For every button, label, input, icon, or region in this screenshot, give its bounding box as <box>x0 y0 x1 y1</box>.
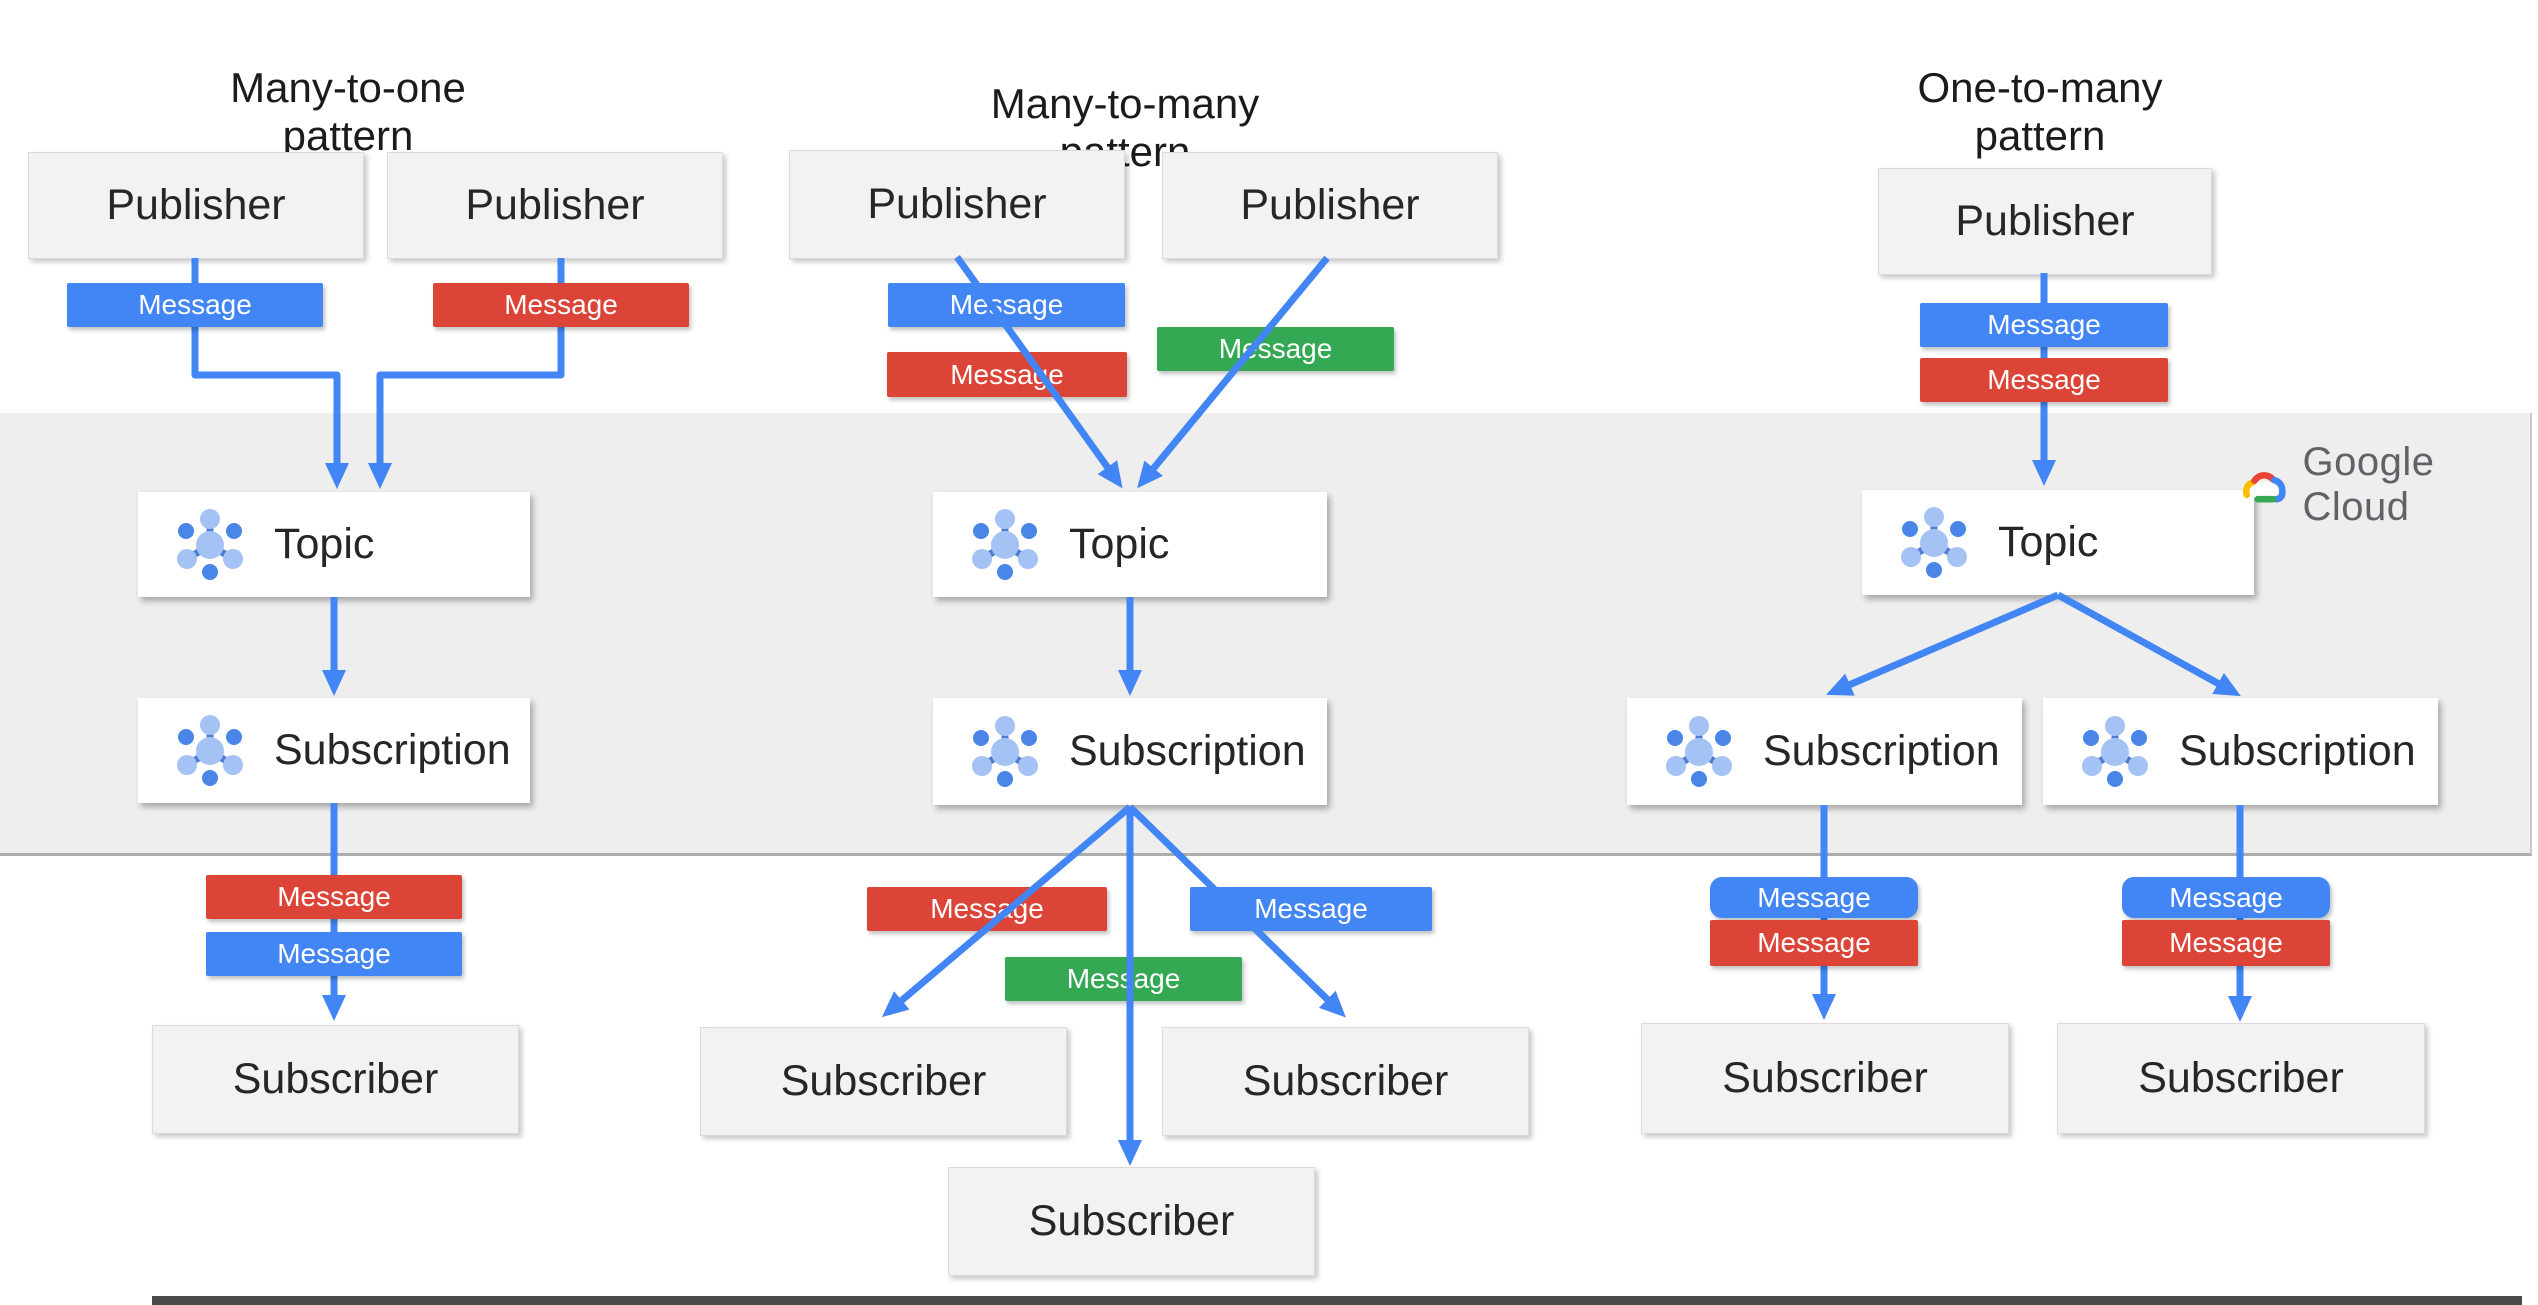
pubsub-subscription-icon <box>172 713 248 789</box>
pubsub-topic-icon <box>967 507 1043 583</box>
subscription-box: Subscription <box>1627 698 2022 805</box>
google-cloud-logo: Google Cloud <box>2236 440 2538 530</box>
subscriber-box: Subscriber <box>700 1027 1067 1136</box>
subscriber-box: Subscriber <box>1162 1027 1529 1136</box>
message-badge-blue: Message <box>1190 887 1432 931</box>
topic-box: Topic <box>138 492 530 597</box>
subscriber-label: Subscriber <box>1242 1057 1449 1105</box>
subscriber-box: Subscriber <box>1641 1023 2009 1134</box>
message-badge-blue: Message <box>206 932 462 976</box>
publisher-box: Publisher <box>1878 168 2212 275</box>
subscriber-box: Subscriber <box>152 1025 519 1134</box>
pubsub-topic-icon <box>172 507 248 583</box>
message-badge-red: Message <box>433 283 689 327</box>
pubsub-subscription-icon <box>967 714 1043 790</box>
subscription-box: Subscription <box>2043 698 2438 805</box>
subscription-label: Subscription <box>2179 727 2416 775</box>
subscription-box: Subscription <box>933 698 1327 805</box>
subscriber-label: Subscriber <box>2138 1054 2344 1102</box>
pubsub-subscription-icon <box>1661 714 1737 790</box>
publisher-label: Publisher <box>106 181 286 229</box>
subscription-label: Subscription <box>1069 727 1306 775</box>
publisher-label: Publisher <box>1955 197 2135 245</box>
message-badge-blue: Message <box>1920 303 2168 347</box>
topic-box: Topic <box>933 492 1327 597</box>
message-badge-blue: Message <box>1710 877 1918 918</box>
topic-label: Topic <box>1998 518 2099 566</box>
subscriber-label: Subscriber <box>1028 1197 1235 1245</box>
message-badge-red: Message <box>1920 358 2168 402</box>
google-cloud-label: Google Cloud <box>2302 440 2435 529</box>
publisher-box: Publisher <box>1162 152 1498 259</box>
pubsub-topic-icon <box>1896 505 1972 581</box>
topic-label: Topic <box>1069 520 1170 568</box>
subscriber-label: Subscriber <box>780 1057 987 1105</box>
subscriber-label: Subscriber <box>232 1055 439 1103</box>
publisher-box: Publisher <box>28 152 364 259</box>
message-badge-blue: Message <box>2122 877 2330 918</box>
message-badge-red: Message <box>1710 920 1918 966</box>
panel-title-many-to-one: Many-to-one pattern <box>230 64 466 159</box>
message-badge-blue: Message <box>67 283 323 327</box>
subscription-box: Subscription <box>138 698 530 803</box>
message-badge-green: Message <box>1157 327 1394 371</box>
panel-title-one-to-many: One-to-many pattern <box>1917 64 2163 159</box>
publisher-label: Publisher <box>465 181 645 229</box>
topic-box: Topic <box>1862 490 2254 595</box>
publisher-label: Publisher <box>867 180 1047 228</box>
message-badge-red: Message <box>867 887 1107 931</box>
message-badge-green: Message <box>1005 957 1242 1001</box>
publisher-label: Publisher <box>1240 181 1420 229</box>
bottom-edge-bar <box>152 1296 2522 1305</box>
message-badge-red: Message <box>887 352 1127 397</box>
subscriber-box: Subscriber <box>2057 1023 2425 1134</box>
subscriber-box: Subscriber <box>948 1167 1315 1276</box>
message-badge-blue: Message <box>888 283 1125 327</box>
pubsub-subscription-icon <box>2077 714 2153 790</box>
subscription-label: Subscription <box>1763 727 2000 775</box>
google-cloud-icon <box>2242 472 2286 503</box>
message-badge-red: Message <box>2122 920 2330 966</box>
message-badge-red: Message <box>206 875 462 919</box>
publisher-box: Publisher <box>387 152 723 259</box>
publisher-box: Publisher <box>789 150 1125 259</box>
subscription-label: Subscription <box>274 726 511 774</box>
subscriber-label: Subscriber <box>1722 1054 1928 1102</box>
topic-label: Topic <box>274 520 375 568</box>
